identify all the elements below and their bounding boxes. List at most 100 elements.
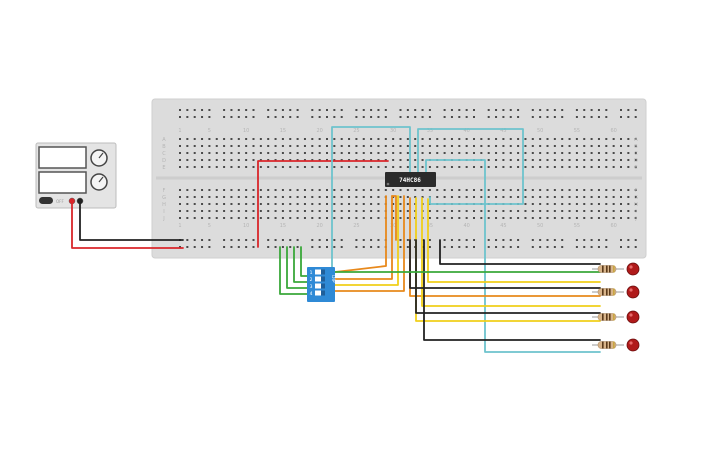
column-number: 1: [178, 128, 181, 134]
wire-yellow-1[interactable]: [334, 195, 399, 286]
row-letter: E: [162, 165, 165, 171]
column-number: 1: [178, 223, 181, 229]
wire-yellow-4[interactable]: [427, 198, 601, 283]
row-letter: G: [162, 195, 166, 201]
chip-label: 74HC86: [399, 177, 421, 184]
resistor-band: [606, 265, 608, 273]
resistor-band: [606, 288, 608, 296]
column-number: 60: [610, 128, 616, 134]
row-letter: C: [634, 151, 638, 157]
dip-switch-toggle[interactable]: [315, 269, 325, 275]
wire-black-3[interactable]: [423, 239, 601, 341]
row-letter: D: [162, 158, 166, 164]
row-letter: F: [635, 188, 638, 194]
ic-chip[interactable]: 74HC86: [385, 172, 436, 187]
resistor-band: [613, 341, 615, 349]
column-number: 10: [243, 223, 249, 229]
column-number: 60: [610, 223, 616, 229]
wire-orange-stub[interactable]: [391, 195, 397, 241]
resistor-band: [613, 288, 615, 296]
column-number: 40: [463, 223, 469, 229]
resistor-band: [609, 265, 611, 273]
row-letter: A: [634, 137, 638, 143]
resistor-band: [609, 313, 611, 321]
wire-black-4[interactable]: [439, 239, 601, 265]
wire-psu-positive[interactable]: [71, 200, 184, 249]
wire-green-4[interactable]: [300, 246, 308, 277]
breadboard-column-numbers: 1155101015152020252530303535404045455050…: [178, 128, 616, 229]
column-number: 15: [280, 223, 286, 229]
row-letter: I: [163, 209, 164, 215]
dip-switch-lever: [321, 283, 325, 289]
resistor-band: [613, 313, 615, 321]
column-number: 35: [427, 223, 433, 229]
wire-orange-3[interactable]: [334, 195, 405, 292]
resistor-band: [602, 265, 604, 273]
dip-switch-lever: [321, 269, 325, 275]
voltage-display: [38, 146, 87, 169]
row-letter: G: [634, 195, 638, 201]
row-letter: F: [163, 188, 166, 194]
wire-cyan-2[interactable]: [417, 128, 524, 205]
resistor-band: [602, 313, 604, 321]
wire-green-1[interactable]: [279, 246, 308, 295]
row-letter: H: [162, 202, 166, 208]
current-display: [38, 171, 87, 194]
row-letter: D: [634, 158, 638, 164]
chip-notch-icon: [386, 182, 390, 186]
dip-switch-lever: [321, 276, 325, 282]
column-number: 45: [500, 223, 506, 229]
wire-orange-1[interactable]: [334, 195, 387, 273]
dip-switch-number: 3: [310, 284, 313, 290]
resistor-band: [609, 341, 611, 349]
column-number: 30: [390, 223, 396, 229]
column-number: 15: [280, 128, 286, 134]
led-icon[interactable]: [626, 310, 640, 324]
dip-switch-number: 1: [310, 270, 313, 276]
resistor-band: [602, 288, 604, 296]
led-icon[interactable]: [626, 285, 640, 299]
column-number: 20: [316, 128, 322, 134]
resistors-and-leds: [592, 262, 640, 352]
wire-green-2[interactable]: [286, 246, 308, 289]
wire-green-3[interactable]: [293, 246, 308, 283]
dip-switch-toggle[interactable]: [315, 283, 325, 289]
resistor-band: [609, 288, 611, 296]
column-number: 50: [537, 223, 543, 229]
led-highlight: [629, 313, 633, 317]
power-supply[interactable]: OFF: [35, 142, 117, 209]
dip-switch-toggle[interactable]: [315, 290, 325, 296]
column-number: 40: [463, 128, 469, 134]
column-number: 55: [574, 128, 580, 134]
dip-switch-number: 4: [310, 291, 313, 297]
wire-power-rail[interactable]: [257, 160, 389, 248]
column-number: 30: [390, 128, 396, 134]
wire-psu-negative[interactable]: [79, 200, 184, 241]
dip-switch-toggle[interactable]: [315, 276, 325, 282]
led-highlight: [629, 265, 633, 269]
row-letter: J: [162, 216, 164, 222]
dip-switch-lever: [321, 290, 325, 296]
wire-black-2[interactable]: [415, 239, 601, 314]
wire-cyan-3[interactable]: [425, 159, 601, 353]
resistor-band: [602, 341, 604, 349]
power-switch[interactable]: [39, 197, 53, 204]
wire-yellow-3[interactable]: [421, 197, 601, 307]
led-icon[interactable]: [626, 262, 640, 276]
row-letter: J: [634, 216, 636, 222]
row-letter: E: [634, 165, 637, 171]
led-highlight: [629, 288, 633, 292]
row-letter: I: [635, 209, 636, 215]
column-number: 5: [208, 128, 211, 134]
column-number: 50: [537, 128, 543, 134]
column-number: 35: [427, 128, 433, 134]
wires: [71, 126, 601, 353]
column-number: 25: [353, 223, 359, 229]
led-icon[interactable]: [626, 338, 640, 352]
breadboard-holes: [179, 109, 637, 248]
wire-black-1[interactable]: [409, 239, 601, 289]
wire-orange-2[interactable]: [334, 195, 393, 280]
